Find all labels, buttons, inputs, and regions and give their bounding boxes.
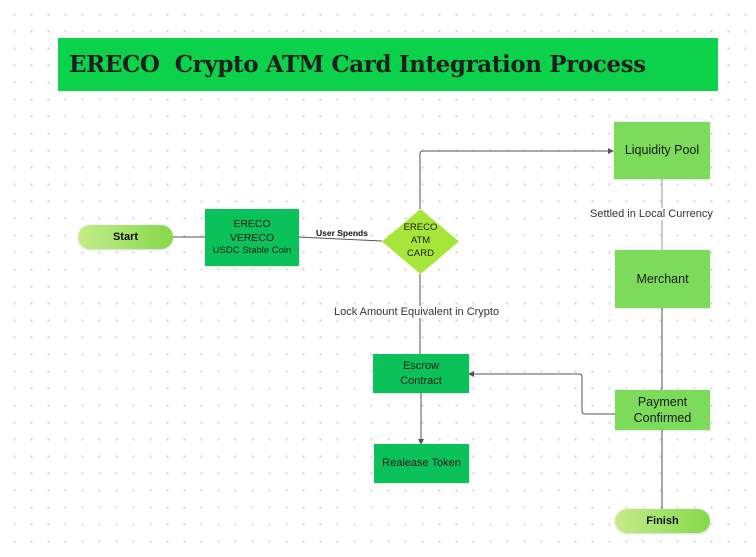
finish-label: Finish [646,514,679,527]
atm-card-decision-node[interactable]: ERECO ATM CARD [381,208,460,275]
lock-amount-label: Lock Amount Equivalent in Crypto [332,306,502,318]
release-token-label: Realease Token [382,457,461,470]
diamond-shape [382,209,459,274]
atm-card-text: ERECO ATM CARD [381,208,460,275]
escrow-label-2: Contract [400,374,442,387]
card-label-atm: ATM [410,235,431,247]
ereco-coins-node[interactable]: ERECO VERECO USDC Stable Coin [205,209,299,266]
escrow-label-1: Escrow [402,359,440,372]
coin-label-usdc: USDC Stable Coin [212,245,292,257]
user-spends-label: User Spends [316,228,368,238]
merchant-node[interactable]: Merchant [615,250,710,308]
liquidity-pool-label: Liquidity Pool [624,143,700,158]
start-label: Start [112,230,139,243]
title-bar: ERECO Crypto ATM Card Integration Proces… [58,38,718,91]
edge-coins-to-card [297,236,383,242]
merchant-label: Merchant [636,271,689,286]
coin-label-vereco: VERECO [229,232,275,245]
card-label-ereco: ERECO [403,222,438,234]
payment-label-1: Payment [637,394,688,409]
liquidity-pool-node[interactable]: Liquidity Pool [614,122,710,179]
payment-label-2: Confirmed [633,411,692,425]
edge-payment-to-escrow [468,371,615,415]
finish-node[interactable]: Finish [615,509,710,533]
settled-label: Settled in Local Currency [588,208,715,220]
coin-label-ereco: ERECO [233,217,271,230]
card-label-card: CARD [407,247,434,259]
payment-confirmed-node[interactable]: Payment Confirmed [615,390,710,430]
page-title: ERECO Crypto ATM Card Integration Proces… [69,51,646,78]
edge-card-to-liquidity-pool [419,148,614,209]
start-node[interactable]: Start [78,225,173,249]
escrow-contract-node[interactable]: Escrow Contract [373,354,469,393]
release-token-node[interactable]: Realease Token [374,444,469,483]
